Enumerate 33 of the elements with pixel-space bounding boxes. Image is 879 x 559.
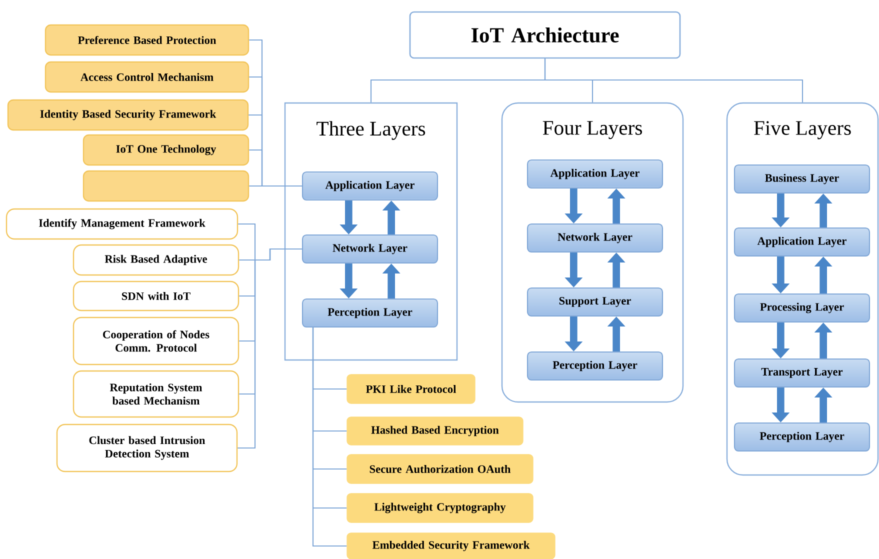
technique-box: PKI Like Protocol	[346, 374, 476, 404]
title-box: IoT Archiecture	[409, 11, 681, 59]
technique-box: Reputation System based Mechanism	[72, 370, 240, 418]
technique-box: Cluster based Intrusion Detection System	[56, 424, 238, 472]
connector-line	[544, 58, 804, 102]
layer-box: Perception Layer	[302, 298, 438, 328]
technique-box: Embedded Security Framework	[346, 532, 556, 559]
technique-box	[82, 170, 250, 202]
layer-box: Business Layer	[734, 164, 870, 194]
technique-box: Hashed Based Encryption	[346, 416, 524, 446]
layer-box: Processing Layer	[734, 293, 870, 323]
connector-line	[249, 185, 302, 187]
connector-line	[312, 328, 347, 547]
layer-box: Transport Layer	[734, 358, 870, 388]
technique-box: Identity Based Security Framework	[7, 99, 249, 131]
technique-box: Lightweight Cryptography	[346, 493, 534, 523]
technique-box: SDN with IoT	[72, 280, 240, 312]
layer-box: Application Layer	[526, 159, 664, 189]
technique-box: Preference Based Protection	[44, 24, 250, 56]
layer-box: Perception Layer	[734, 422, 870, 452]
layer-box: Network Layer	[302, 234, 438, 264]
connector-line	[238, 248, 302, 449]
technique-box: Access Control Mechanism	[44, 61, 250, 93]
layer-box: Perception Layer	[526, 351, 664, 381]
layer-box: Network Layer	[526, 223, 664, 253]
technique-box: Risk Based Adaptive	[72, 244, 240, 276]
technique-box: Identify Management Framework	[6, 208, 238, 240]
layer-box: Support Layer	[526, 287, 664, 317]
technique-box: Secure Authorization OAuth	[346, 454, 534, 484]
technique-box: IoT One Technology	[82, 134, 250, 166]
technique-box: Cooperation of Nodes Comm. Protocol	[72, 316, 240, 366]
layer-box: Application Layer	[734, 227, 870, 257]
layer-box: Application Layer	[302, 171, 438, 201]
